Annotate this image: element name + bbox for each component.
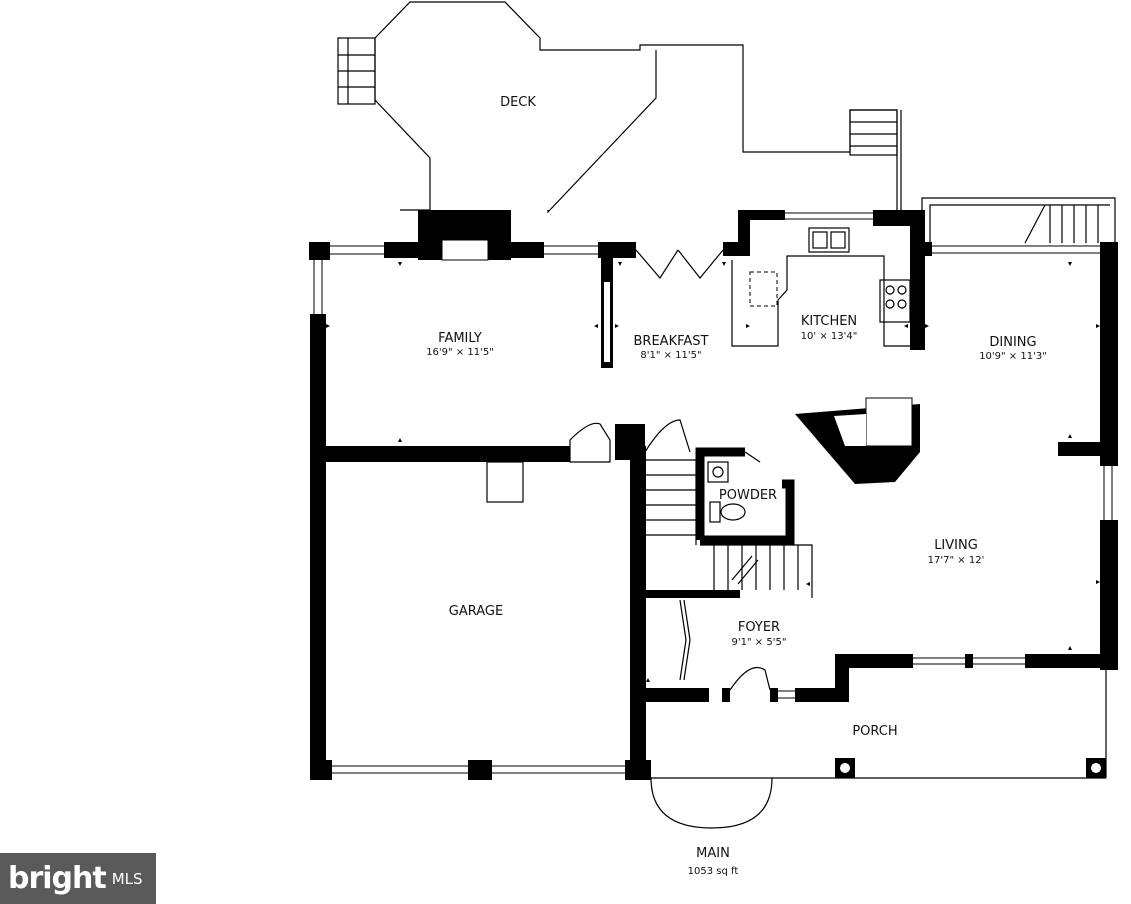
garage-fixture <box>486 461 524 503</box>
dining-name: DINING <box>989 335 1036 350</box>
kitchen-dims: 10' × 13'4" <box>801 331 858 342</box>
watermark-brand: bright <box>8 861 107 896</box>
windows <box>313 212 1113 774</box>
walls <box>309 210 1118 780</box>
porch-name: PORCH <box>852 724 897 739</box>
staircase <box>646 459 813 598</box>
foyer-dims: 9'1" × 5'5" <box>732 637 787 648</box>
breakfast-dims: 8'1" × 11'5" <box>640 350 701 361</box>
powder-name: POWDER <box>719 488 777 503</box>
bright-mls-watermark: bright MLS <box>0 853 156 904</box>
kitchen-fixtures <box>731 227 911 347</box>
deck-outline <box>337 1 902 214</box>
porch-outline <box>650 668 1107 829</box>
kitchen-name: KITCHEN <box>801 314 857 329</box>
doors <box>569 249 771 691</box>
family-name: FAMILY <box>438 331 482 346</box>
garage-name: GARAGE <box>449 604 503 619</box>
dimension-markers <box>326 262 1100 682</box>
breakfast-name: BREAKFAST <box>634 334 709 349</box>
living-dims: 17'7" × 12' <box>928 555 985 566</box>
family-dims: 16'9" × 11'5" <box>426 347 494 358</box>
floor-name: MAIN <box>696 846 730 861</box>
side-stairs <box>921 197 1116 244</box>
fireplace <box>795 397 920 484</box>
room-labels: DECK FAMILY 16'9" × 11'5" BREAKFAST 8'1"… <box>426 95 1047 877</box>
powder-fixtures <box>707 461 746 523</box>
dining-dims: 10'9" × 11'3" <box>979 351 1047 362</box>
watermark-suffix: MLS <box>111 869 143 888</box>
foyer-name: FOYER <box>738 620 780 635</box>
floor-area: 1053 sq ft <box>688 866 739 877</box>
deck-name: DECK <box>500 95 536 110</box>
living-name: LIVING <box>934 538 978 553</box>
